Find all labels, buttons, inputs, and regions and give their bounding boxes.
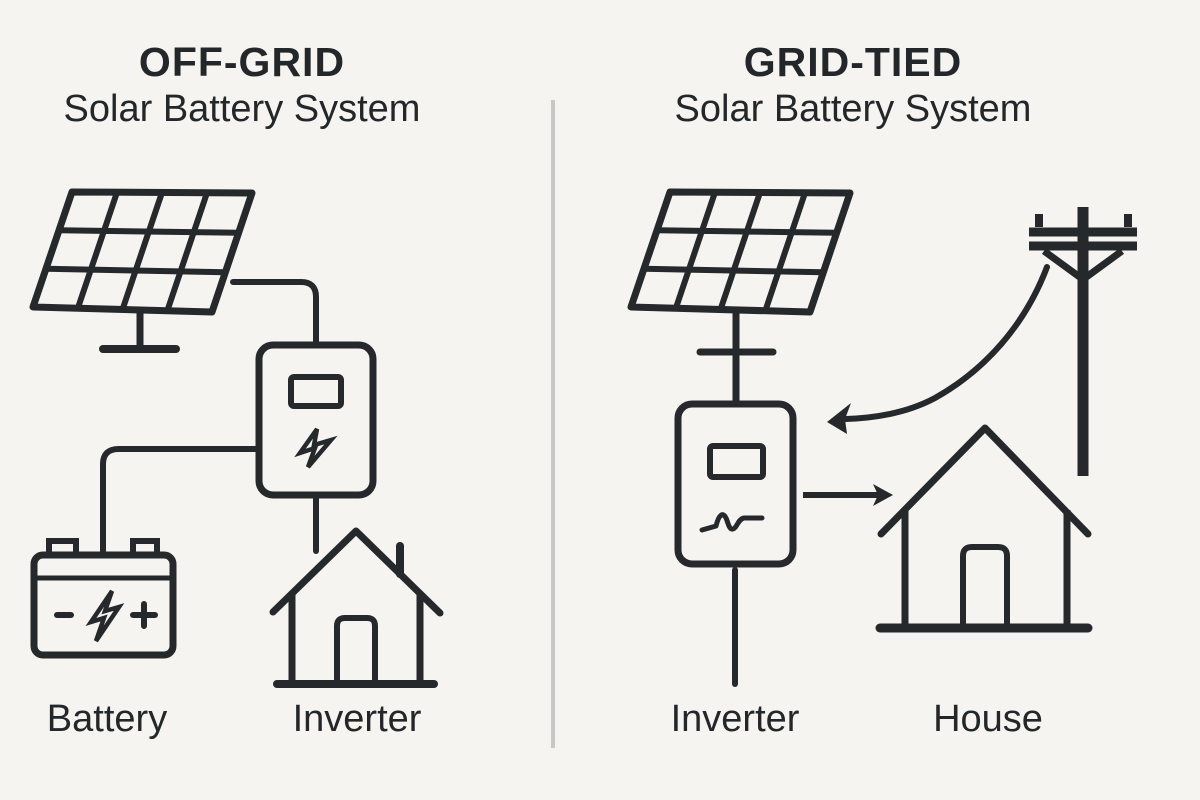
walls <box>901 510 1071 628</box>
house-icon <box>875 424 1093 633</box>
grid-tied-subtitle: Solar Battery System <box>674 87 1032 130</box>
battery-terminal-right <box>130 538 160 554</box>
plus-sign <box>130 601 158 629</box>
grid-tied-side <box>627 188 1137 687</box>
crossarms <box>1029 227 1137 251</box>
arrow-inverter-to-house <box>803 484 893 506</box>
roof <box>269 527 444 617</box>
arrow-grid-to-inverter <box>827 264 1050 434</box>
wire-panel-to-inverter <box>230 279 319 346</box>
panel-frame <box>627 188 854 316</box>
inverter-icon <box>674 400 797 568</box>
wire-inverter-to-battery <box>100 446 262 554</box>
utility-pole-icon <box>1029 207 1137 476</box>
panel-divider <box>551 100 555 748</box>
battery-terminal-left <box>46 538 79 554</box>
sine-wave-icon <box>699 512 765 533</box>
house-icon <box>269 527 444 688</box>
inverter-display <box>707 443 766 480</box>
roof <box>877 424 1092 538</box>
inverter-body <box>674 400 797 568</box>
door <box>960 544 1010 628</box>
battery-icon <box>30 538 177 659</box>
inverter-body <box>255 341 377 499</box>
lightning-bolt-icon <box>294 427 338 469</box>
arrow-curve <box>843 264 1050 422</box>
panel-grid <box>45 191 239 312</box>
door <box>334 615 378 684</box>
lightning-bolt-icon <box>85 589 125 643</box>
arrow-head <box>827 403 851 434</box>
grid-tied-title: GRID-TIED <box>743 39 963 85</box>
off-grid-side <box>29 188 444 688</box>
insulator-pegs <box>1035 214 1132 227</box>
inverter-display <box>288 374 344 409</box>
solar-panel-icon <box>627 188 854 403</box>
off-grid-title-block: OFF-GRID Solar Battery System <box>63 39 421 131</box>
arrow-head <box>873 484 893 506</box>
braces <box>1041 248 1125 281</box>
inverter-label-right: Inverter <box>670 698 800 740</box>
battery-label: Battery <box>46 698 168 740</box>
panel-grid <box>643 191 837 312</box>
inverter-icon <box>255 341 377 499</box>
solar-panel-icon <box>29 188 256 353</box>
panel-frame <box>29 188 256 316</box>
off-grid-subtitle: Solar Battery System <box>63 87 421 130</box>
battery-body <box>30 551 177 659</box>
walls <box>288 593 424 684</box>
house-label: House <box>933 698 1043 740</box>
inverter-label-left: Inverter <box>292 698 422 740</box>
off-grid-title: OFF-GRID <box>138 39 346 85</box>
grid-tied-title-block: GRID-TIED Solar Battery System <box>674 39 1032 131</box>
